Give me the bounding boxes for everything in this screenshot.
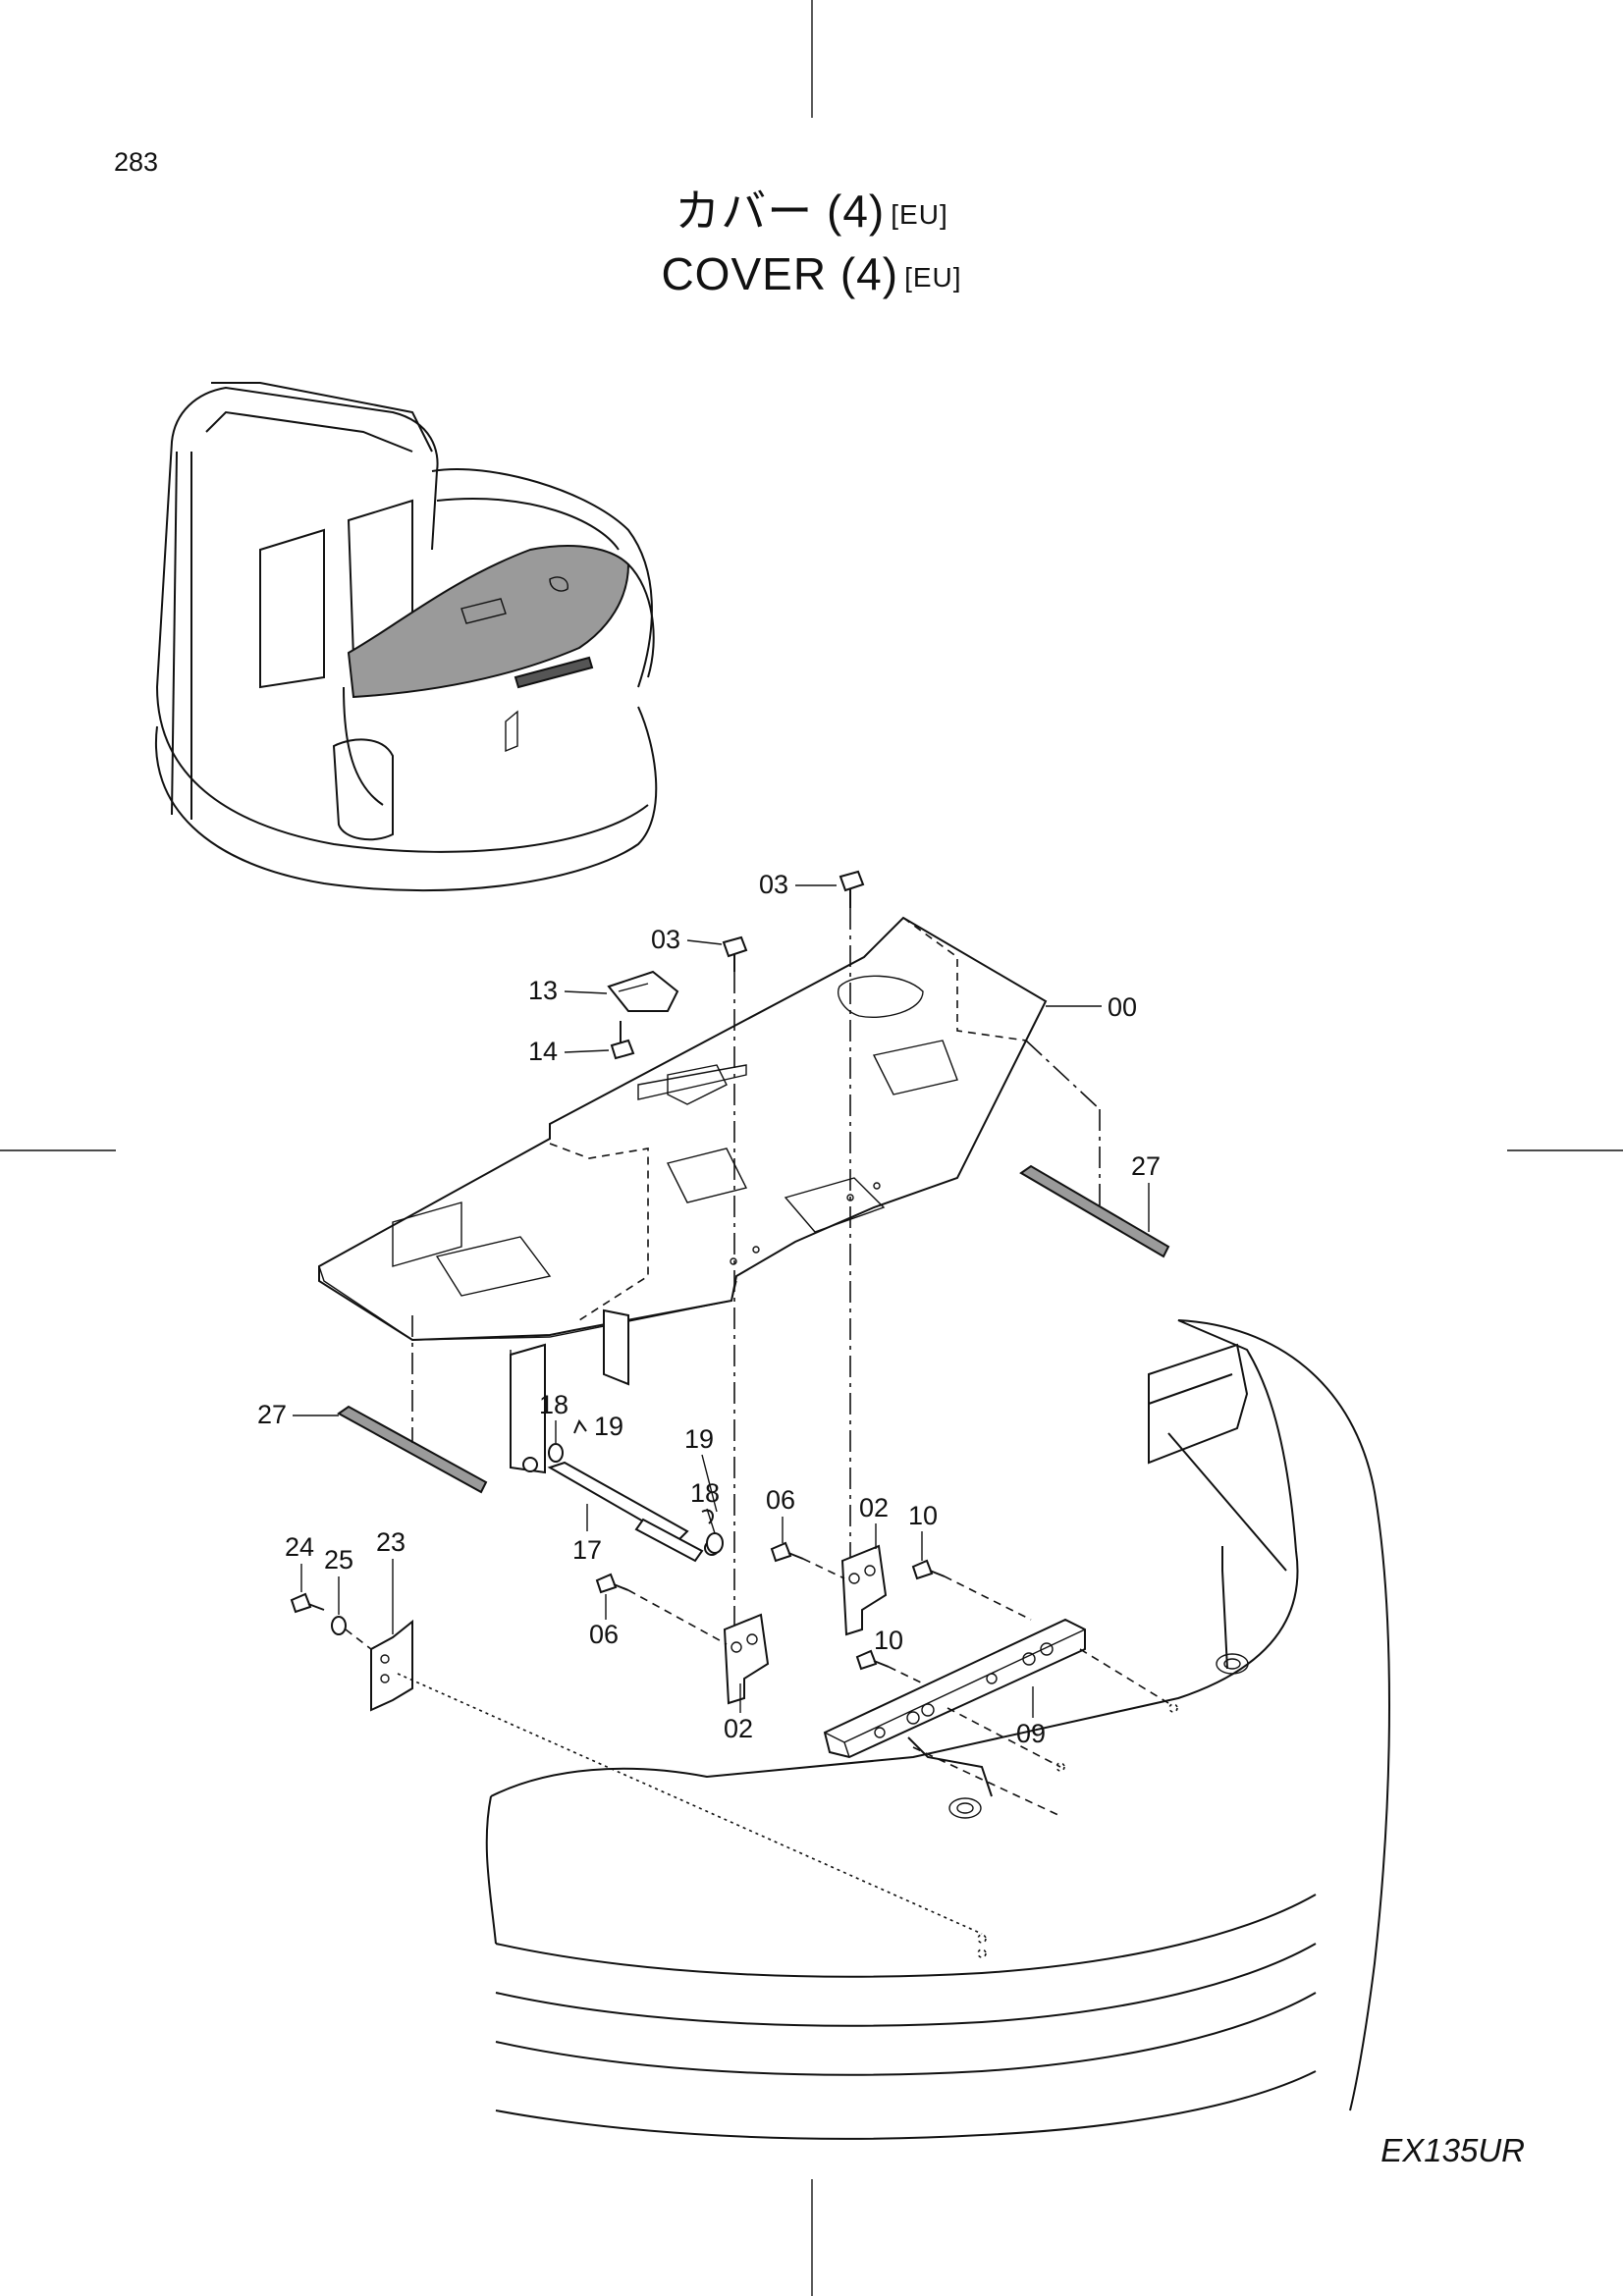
bolt-24	[290, 1592, 325, 1614]
callout-14: 14	[528, 1037, 558, 1066]
callout-10-upper: 10	[908, 1501, 938, 1530]
bolt-06-lower	[595, 1573, 728, 1645]
bracket-09	[823, 1618, 1169, 1817]
leader-18-lower	[706, 1508, 716, 1534]
callout-06-lower: 06	[589, 1620, 619, 1649]
title-jp-variant: (4)	[827, 186, 886, 237]
title-en-text: COVER	[661, 248, 828, 299]
callout-02-lower: 02	[724, 1714, 753, 1743]
clip-19-upper	[573, 1418, 587, 1434]
callout-labels: 00 03 03 13 14 27 27 18 19 19 18 17 06 0…	[257, 870, 1161, 1748]
leader-bracket-23	[345, 1629, 372, 1650]
title-en-region-tag: [EU]	[904, 262, 962, 293]
callout-13: 13	[528, 976, 558, 1005]
callout-00: 00	[1108, 992, 1137, 1022]
callout-23: 23	[376, 1527, 406, 1557]
trim-strip-27-right	[1019, 1040, 1170, 1258]
callout-17: 17	[572, 1535, 602, 1565]
callout-24: 24	[285, 1532, 314, 1562]
hinge-02-upper	[840, 1544, 888, 1636]
callout-02-upper: 02	[859, 1493, 889, 1522]
title-jp: カバー (4)[EU]	[0, 182, 1623, 244]
washer-18-upper	[548, 1443, 564, 1463]
leader-14	[564, 1049, 610, 1053]
callout-18-lower: 18	[690, 1478, 720, 1508]
leader-19-lower	[701, 1454, 718, 1513]
bolt-10-upper	[911, 1559, 1032, 1621]
page-title: カバー (4)[EU] COVER (4)[EU]	[0, 182, 1623, 307]
bracket-23	[370, 1619, 413, 1712]
title-jp-region-tag: [EU]	[891, 199, 948, 230]
cover-plate-00	[318, 916, 1048, 1474]
machine-overview-illustration	[154, 382, 658, 892]
bolt-03-right	[839, 870, 865, 1590]
title-en: COVER (4)[EU]	[0, 244, 1623, 307]
callout-19-lower: 19	[684, 1424, 714, 1454]
washer-25	[331, 1616, 347, 1635]
bolt-03-left	[722, 935, 748, 1644]
callout-25: 25	[324, 1545, 353, 1575]
clip-13	[607, 970, 679, 1012]
title-en-variant: (4)	[839, 248, 899, 299]
callout-19-upper: 19	[594, 1412, 623, 1441]
leader-13	[564, 990, 608, 994]
page-number: 283	[114, 147, 159, 177]
leader-03-left	[686, 939, 723, 945]
title-jp-text: カバー	[675, 186, 814, 237]
trim-strip-27-left	[337, 1315, 488, 1494]
bolt-10-lower	[855, 1649, 924, 1684]
gas-spring-17	[522, 1457, 720, 1563]
callout-06-upper: 06	[766, 1485, 795, 1515]
washer-18-lower	[706, 1532, 724, 1554]
callout-18-upper: 18	[539, 1390, 568, 1419]
screw-14	[610, 1021, 635, 1060]
hinge-02-lower	[723, 1613, 770, 1705]
callout-27-right: 27	[1131, 1151, 1161, 1181]
bolt-06-upper	[770, 1541, 845, 1579]
callout-27-left: 27	[257, 1400, 287, 1429]
callout-09: 09	[1016, 1719, 1046, 1748]
model-code: EX135UR	[1380, 2132, 1525, 2168]
callout-10-lower: 10	[874, 1626, 903, 1655]
callout-03-right: 03	[759, 870, 788, 899]
counterweight-outline	[485, 1319, 1390, 2140]
callout-03-left: 03	[651, 925, 680, 954]
